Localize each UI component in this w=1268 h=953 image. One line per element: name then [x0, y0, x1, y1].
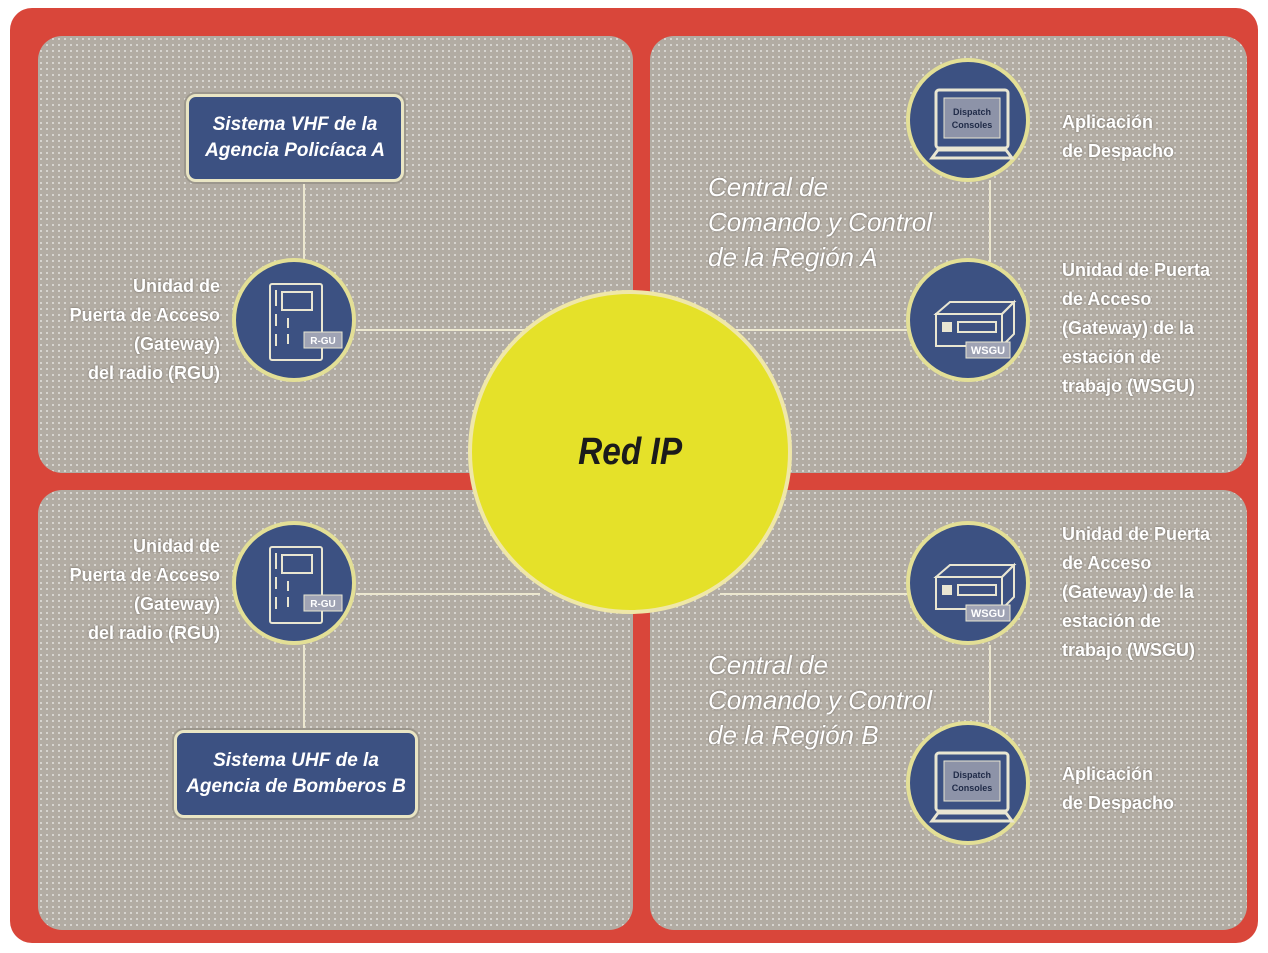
desp-b-l1: Aplicación — [1062, 764, 1154, 784]
uhf-line-2: Agencia de Bomberos B — [186, 776, 406, 797]
region-b-l3: de la Región B — [708, 720, 879, 750]
vhf-line-1: Sistema VHF de la — [212, 114, 378, 135]
radio-gateway-icon: R-GU — [269, 546, 343, 624]
vhf-line-2: Agencia Policíaca A — [205, 140, 385, 161]
desp-a-l1: Aplicación — [1062, 112, 1154, 132]
wsgu-b-l1: Unidad de Puerta — [1062, 524, 1211, 544]
wsgu-b-l4: estación de — [1062, 611, 1162, 631]
uhf-line-1: Sistema UHF de la — [213, 750, 379, 771]
ip-network-hub: Red IP — [468, 290, 792, 614]
wsgu-badge-b: WSGU — [971, 608, 1005, 620]
region-b-l2: Comando y Control — [708, 685, 932, 715]
wsgu-b-l2: de Acceso — [1062, 553, 1152, 573]
rgu-a-l3: (Gateway) — [133, 334, 220, 354]
wsgu-node-a: WSGU — [906, 258, 1030, 382]
workstation-gateway-icon: WSGU — [933, 299, 1017, 359]
rgu-b-l2: Puerta de Acceso — [69, 565, 220, 585]
rgu-a-l1: Unidad de — [132, 276, 220, 296]
region-b-l1: Central de — [708, 650, 828, 680]
panel-bottom-right — [650, 490, 1247, 930]
dispatch-console-icon: Dispatch Consoles — [929, 88, 1015, 160]
wsgu-b-l5: trabajo (WSGU) — [1062, 640, 1195, 660]
rgu-label-b: Unidad de Puerta de Acceso (Gateway) del… — [42, 532, 220, 648]
rgu-b-l3: (Gateway) — [133, 594, 220, 614]
region-a-l2: Comando y Control — [708, 207, 932, 237]
diagram-frame — [10, 8, 1258, 943]
wsgu-node-b: WSGU — [906, 521, 1030, 645]
hub-label: Red IP — [577, 430, 683, 473]
rgu-label-a: Unidad de Puerta de Acceso (Gateway) del… — [42, 272, 220, 388]
desp-a-l2: de Despacho — [1062, 141, 1175, 161]
rgu-a-l2: Puerta de Acceso — [69, 305, 220, 325]
wsgu-a-l3: (Gateway) de la — [1062, 318, 1195, 338]
region-b-title: Central de Comando y Control de la Regió… — [708, 648, 948, 753]
rgu-node-b: R-GU — [232, 521, 356, 645]
rgu-b-l4: del radio (RGU) — [87, 623, 220, 643]
wsgu-label-b: Unidad de Puerta de Acceso (Gateway) de … — [1062, 520, 1242, 665]
desp-b-l2: de Despacho — [1062, 793, 1175, 813]
wsgu-b-l3: (Gateway) de la — [1062, 582, 1195, 602]
rgu-badge-b: R-GU — [310, 599, 336, 610]
wsgu-a-l5: trabajo (WSGU) — [1062, 376, 1195, 396]
despacho-label-b: Aplicación de Despacho — [1062, 760, 1242, 818]
region-a-l3: de la Región A — [708, 242, 878, 272]
dispatch-console-icon: Dispatch Consoles — [929, 751, 1015, 823]
wsgu-badge-a: WSGU — [971, 345, 1005, 357]
region-a-l1: Central de — [708, 172, 828, 202]
rgu-node-a: R-GU — [232, 258, 356, 382]
rgu-b-l1: Unidad de — [132, 536, 220, 556]
wsgu-label-a: Unidad de Puerta de Acceso (Gateway) de … — [1062, 256, 1242, 401]
rgu-a-l4: del radio (RGU) — [87, 363, 220, 383]
dispatch-node-a: Dispatch Consoles — [906, 58, 1030, 182]
dispatch-node-b: Dispatch Consoles — [906, 721, 1030, 845]
radio-gateway-icon: R-GU — [269, 283, 343, 361]
console-screen-a-l1: Dispatch — [953, 107, 991, 117]
console-screen-a-l2: Consoles — [952, 120, 993, 130]
region-a-title: Central de Comando y Control de la Regió… — [708, 170, 948, 275]
uhf-system-box: Sistema UHF de la Agencia de Bomberos B — [174, 730, 418, 818]
rgu-badge-a: R-GU — [310, 336, 336, 347]
wsgu-a-l4: estación de — [1062, 347, 1162, 367]
vhf-system-box: Sistema VHF de la Agencia Policíaca A — [186, 94, 404, 182]
despacho-label-a: Aplicación de Despacho — [1062, 108, 1242, 166]
workstation-gateway-icon: WSGU — [933, 562, 1017, 622]
wsgu-a-l2: de Acceso — [1062, 289, 1152, 309]
wsgu-a-l1: Unidad de Puerta — [1062, 260, 1211, 280]
console-screen-b-l2: Consoles — [952, 783, 993, 793]
console-screen-b-l1: Dispatch — [953, 770, 991, 780]
